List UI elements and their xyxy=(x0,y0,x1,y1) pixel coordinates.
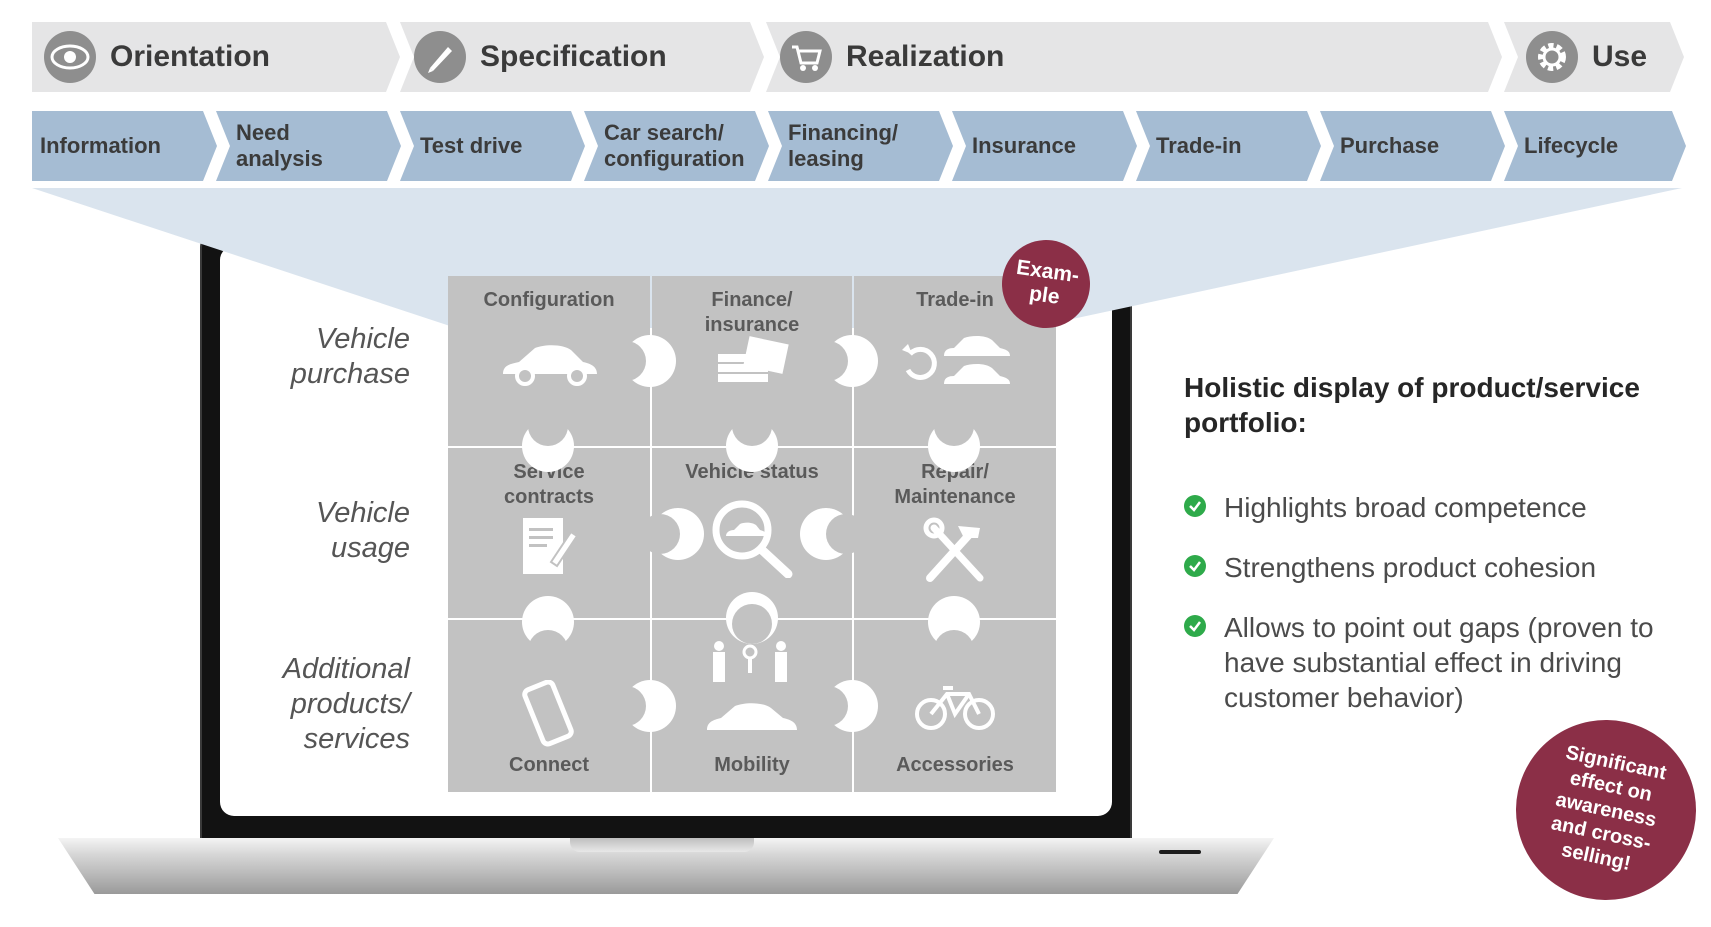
phase-specification: Specification xyxy=(400,22,764,92)
piece-label: Connect xyxy=(509,754,589,776)
contract-icon xyxy=(517,514,581,585)
significant-effect-badge: Significant effect on awareness and cros… xyxy=(1499,703,1711,917)
bullet-item: Highlights broad competence xyxy=(1184,490,1704,525)
step-label: Need analysis xyxy=(236,120,323,171)
step-insurance: Insurance xyxy=(952,111,1137,181)
smartphone-icon xyxy=(519,679,579,757)
car-icon xyxy=(497,336,601,393)
step-label: Trade-in xyxy=(1156,133,1242,158)
puzzle-knob xyxy=(826,514,866,554)
bullet-text: Strengthens product cohesion xyxy=(1224,552,1597,583)
step-label: Car search/ configuration xyxy=(604,120,745,171)
bullet-text: Allows to point out gaps (proven to have… xyxy=(1224,612,1654,713)
puzzle-knob xyxy=(606,686,646,726)
laptop-notch xyxy=(570,838,754,852)
holistic-title: Holistic display of product/service port… xyxy=(1184,372,1640,438)
laptop-slot xyxy=(1159,850,1201,854)
step-label: Test drive xyxy=(420,133,523,158)
bullet-item: Allows to point out gaps (proven to have… xyxy=(1184,610,1704,715)
phase-realization: Realization xyxy=(766,22,1502,92)
money-stack-icon xyxy=(710,336,794,405)
pen-icon xyxy=(414,31,466,83)
phase-label: Orientation xyxy=(110,40,271,73)
check-icon xyxy=(1184,495,1206,517)
phase-use: Use xyxy=(1504,22,1684,92)
puzzle-knob xyxy=(640,514,680,554)
check-icon xyxy=(1184,615,1206,637)
row-label-purchase: Vehicle purchase xyxy=(290,323,410,390)
step-label: Information xyxy=(40,133,161,158)
puzzle-knob xyxy=(732,406,772,446)
puzzle-knob xyxy=(934,630,974,670)
puzzle-knob xyxy=(528,406,568,446)
puzzle-knob xyxy=(732,604,772,644)
step-information: Information xyxy=(32,111,217,181)
step-purchase: Purchase xyxy=(1320,111,1505,181)
step-trade-in: Trade-in xyxy=(1136,111,1321,181)
row-label-usage: Vehicle usage xyxy=(315,497,410,564)
puzzle-knob xyxy=(606,341,646,381)
puzzle-repair-maintenance: Repair/ Maintenance xyxy=(854,448,1056,618)
puzzle-knob xyxy=(528,630,568,670)
eye-icon xyxy=(44,31,96,83)
step-financing: Financing/ leasing xyxy=(768,111,953,181)
bicycle-icon xyxy=(913,682,997,739)
piece-label: Trade-in xyxy=(916,289,994,311)
phase-label: Use xyxy=(1592,40,1648,73)
magnifier-car-icon xyxy=(704,494,800,583)
shopping-cart-icon xyxy=(780,31,832,83)
phase-label: Specification xyxy=(480,40,667,73)
piece-label: Service contracts xyxy=(503,461,595,508)
phase-orientation: Orientation xyxy=(32,22,400,92)
step-label: Lifecycle xyxy=(1524,133,1619,158)
check-icon xyxy=(1184,555,1206,577)
piece-label: Mobility xyxy=(714,754,790,776)
piece-label: Finance/ insurance xyxy=(704,289,800,336)
step-need-analysis: Need analysis xyxy=(216,111,401,181)
step-test-drive: Test drive xyxy=(400,111,585,181)
step-lifecycle: Lifecycle xyxy=(1504,111,1686,181)
people-key-car-icon xyxy=(697,638,807,743)
puzzle-knob xyxy=(808,686,848,726)
puzzle-knob xyxy=(934,406,974,446)
step-label: Purchase xyxy=(1340,133,1440,158)
piece-label: Configuration xyxy=(483,289,615,311)
tools-icon xyxy=(920,516,990,591)
car-swap-icon xyxy=(890,326,1020,401)
puzzle-service-contracts: Service contracts xyxy=(448,448,650,618)
step-label: Financing/ leasing xyxy=(788,120,898,171)
gear-icon xyxy=(1526,31,1578,83)
row-label-additional: Additional products/ services xyxy=(282,653,410,755)
step-label: Insurance xyxy=(972,133,1076,158)
phase-label: Realization xyxy=(846,40,1005,73)
bullet-item: Strengthens product cohesion xyxy=(1184,550,1704,585)
piece-label: Accessories xyxy=(896,754,1014,776)
step-car-search: Car search/ configuration xyxy=(584,111,769,181)
bullet-text: Highlights broad competence xyxy=(1224,492,1587,523)
puzzle-knob xyxy=(808,341,848,381)
